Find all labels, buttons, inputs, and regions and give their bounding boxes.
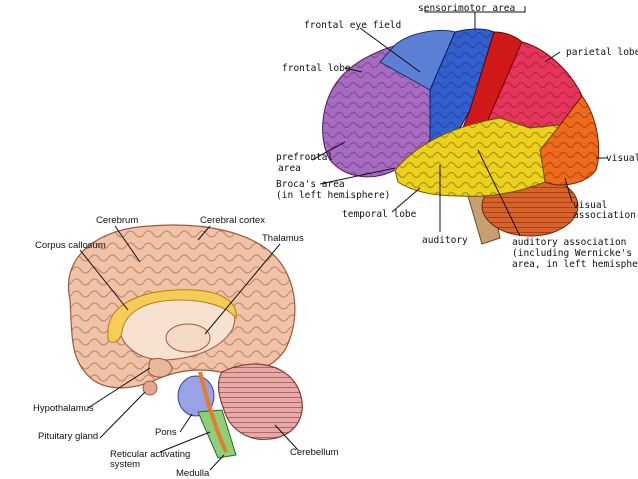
reticular-activating-system [198,371,228,453]
label-visual-association-1: visual [573,200,607,211]
label-cerebrum: Cerebrum [96,215,138,226]
label-auditory: auditory [422,235,468,246]
label-prefrontal-area: area [278,163,301,174]
label-brocas-hemisphere: (in left hemisphere) [276,190,390,201]
label-medulla: Medulla [176,468,210,479]
label-frontal-lobe: frontal lobe [282,63,351,74]
sagittal-brain [67,224,303,459]
label-corpus-callosum: Corpus callosum [35,240,106,251]
label-cerebellum: Cerebellum [290,447,339,458]
label-visual: visual [606,153,638,164]
label-auditory-association-1: auditory association [512,237,626,248]
label-parietal-lobe: parietal lobe [566,47,638,58]
lateral-leader-lines [311,6,608,237]
lateral-labels: sensorimotor area frontal eye field fron… [276,3,638,270]
sagittal-labels: Cerebrum Cerebral cortex Corpus callosum… [33,215,339,479]
label-auditory-association-3: area, in left hemisphere) [512,259,638,270]
pituitary-gland [142,380,158,396]
label-sensorimotor: sensorimotor area [418,3,515,14]
label-frontal-eye-field: frontal eye field [304,20,401,31]
lateral-brain [322,28,600,245]
label-pons: Pons [155,427,177,438]
hypothalamus [147,357,173,378]
label-reticular-activating-2: system [110,459,140,470]
label-pituitary-gland: Pituitary gland [38,431,98,442]
label-auditory-association-2: (including Wernicke's [512,248,632,259]
label-temporal-lobe: temporal lobe [342,209,417,220]
sagittal-leader-lines [79,225,299,471]
thalamus [165,323,211,353]
label-prefrontal: prefrontal [276,152,333,163]
label-brocas-area: Broca's area [276,179,345,190]
label-reticular-activating-1: Reticular activating [110,449,190,460]
label-thalamus: Thalamus [262,233,304,244]
label-visual-association-2: association [573,210,636,221]
corpus-callosum [107,289,237,343]
label-hypothalamus: Hypothalamus [33,403,94,414]
label-cerebral-cortex: Cerebral cortex [200,215,265,226]
